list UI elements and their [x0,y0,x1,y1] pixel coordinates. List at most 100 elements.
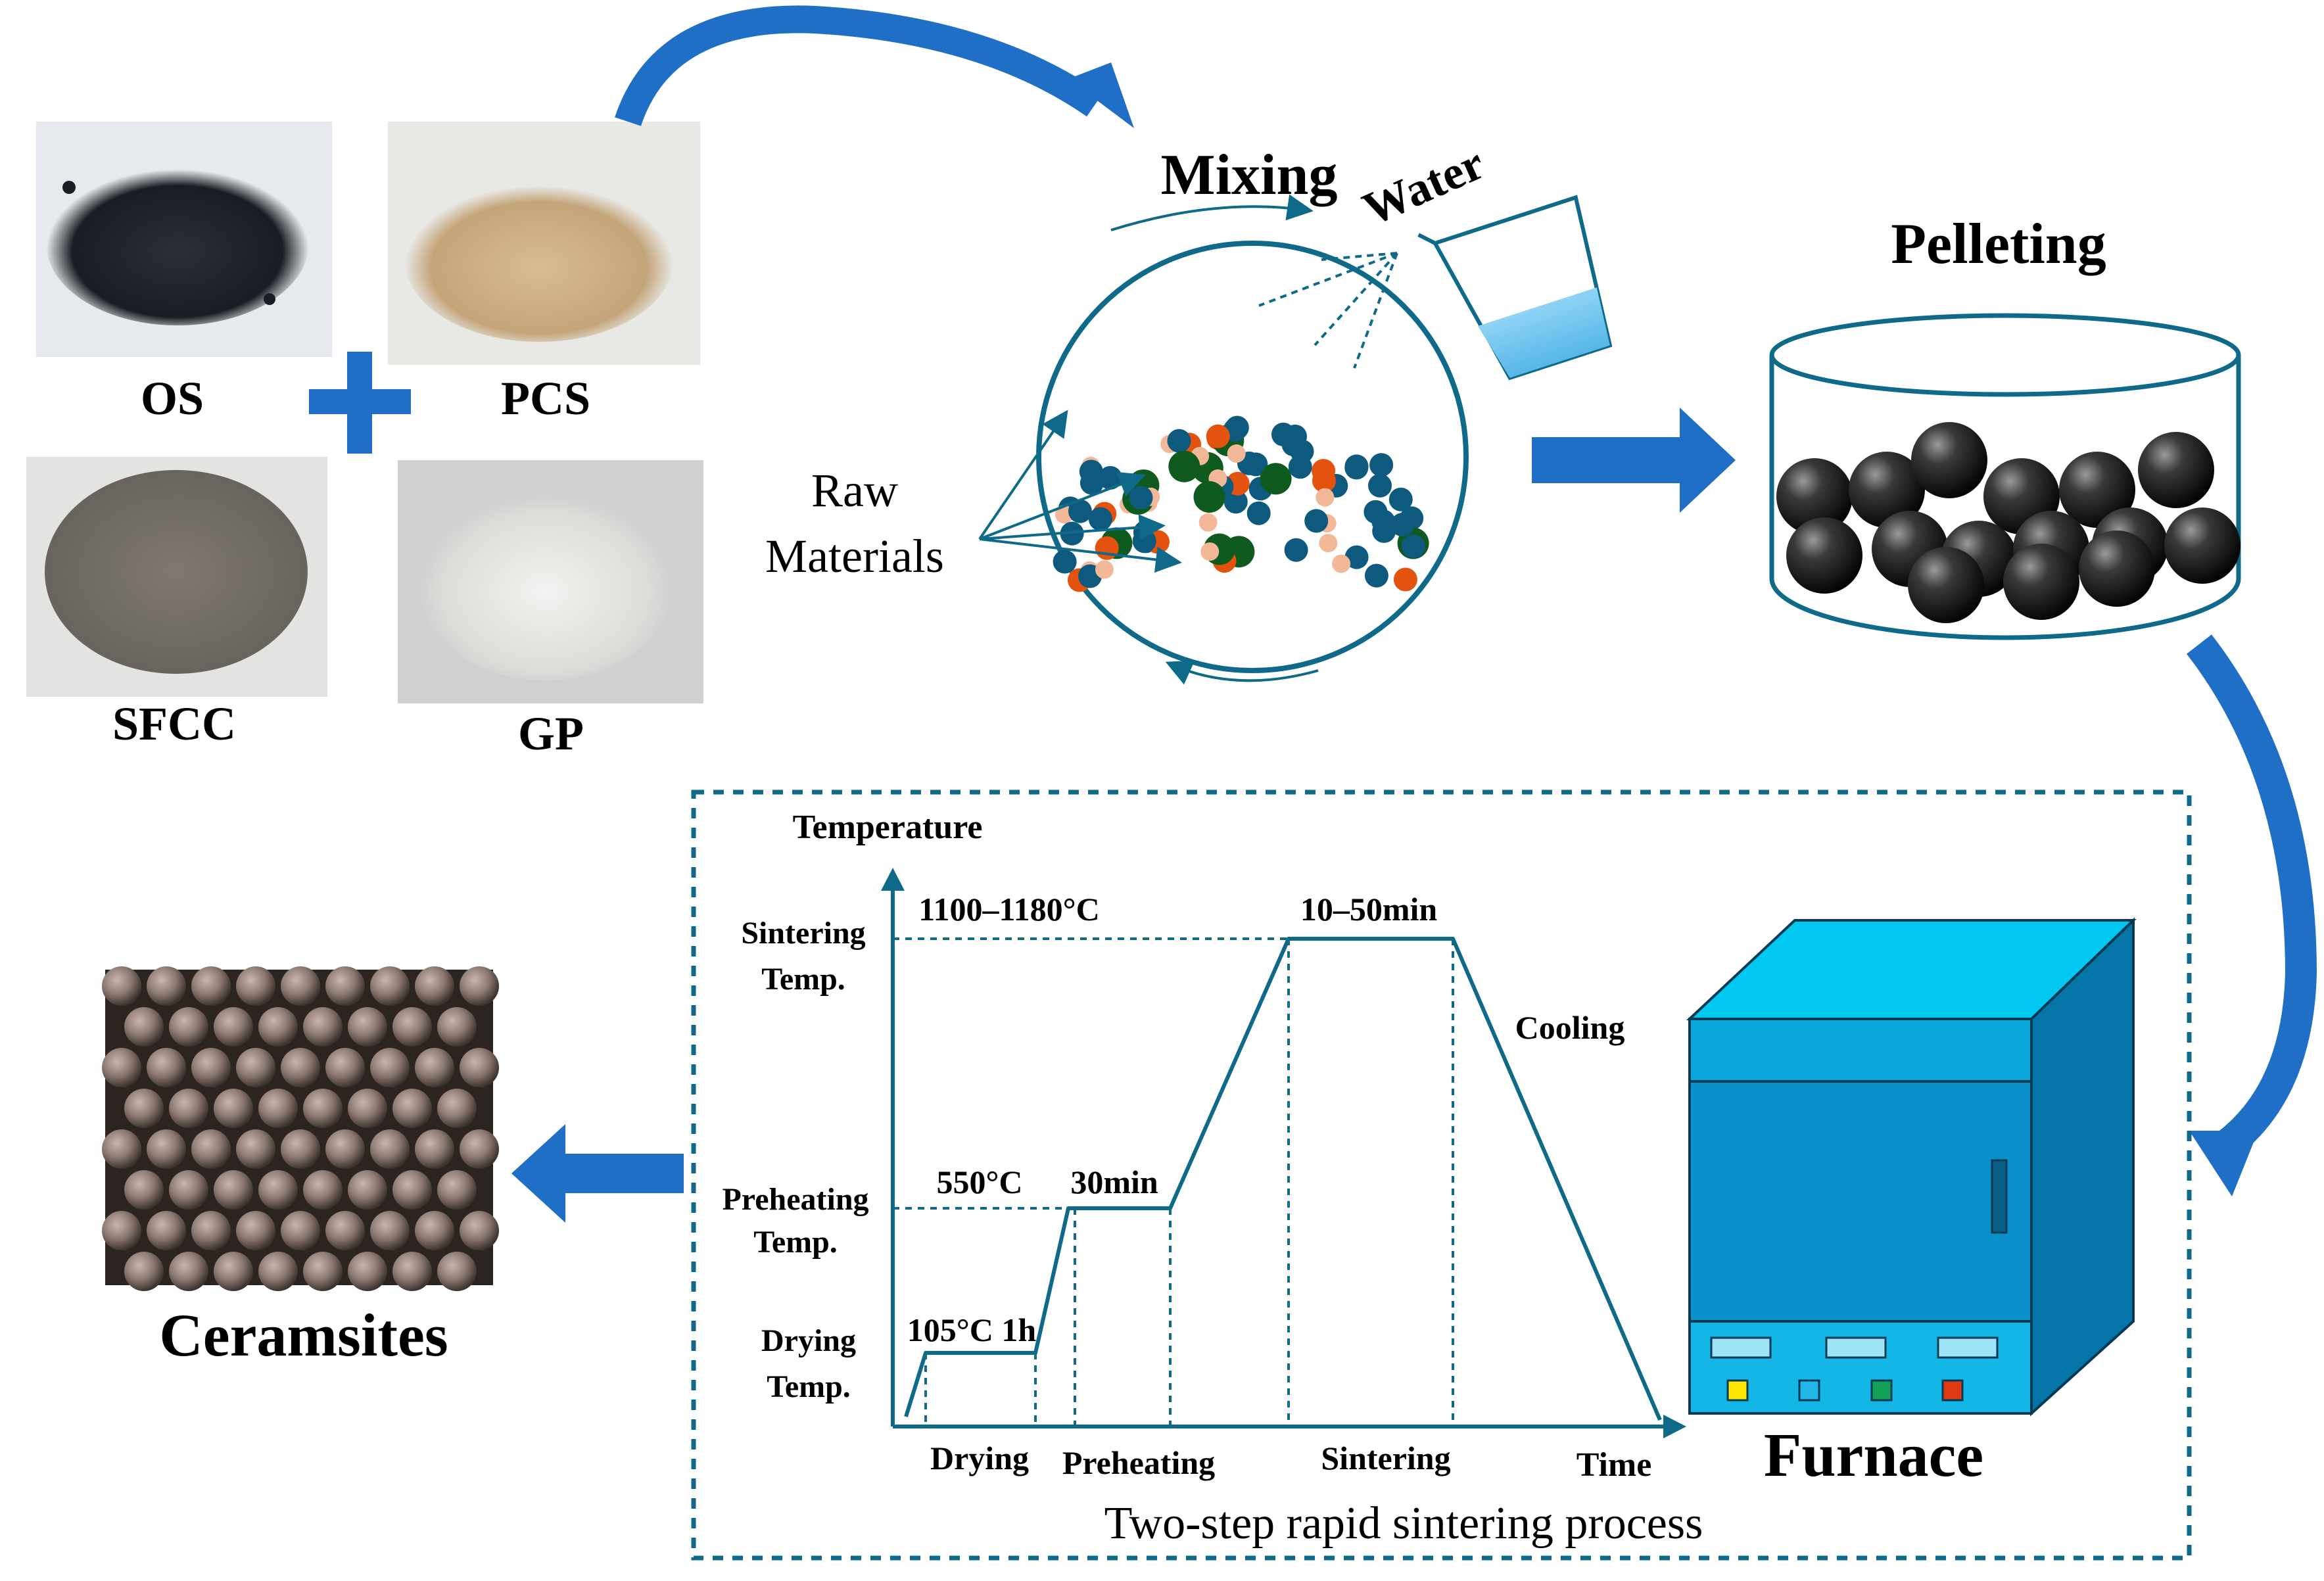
particle [1290,439,1314,463]
ceramsite-ball [348,1170,387,1210]
ceramsite-ball [460,966,499,1006]
particle [1316,488,1335,507]
ceramsites-photo [102,966,499,1291]
particle [1132,529,1156,554]
curved-arrow-to-furnace [2187,634,2317,1171]
ceramsite-ball [303,1007,343,1047]
particle [1332,554,1351,573]
x-axis-label: Time [1577,1446,1652,1484]
particle [1246,501,1271,525]
pellet [2059,452,2135,528]
particle [1344,456,1369,480]
ceramsite-ball [460,1129,499,1169]
pelleting-title: Pelleting [1891,212,2106,276]
particle [1401,534,1425,559]
particle [1364,563,1388,588]
ceramsite-ball [370,966,410,1006]
particle [1344,545,1369,569]
ceramsite-ball [169,1170,208,1210]
ceramsite-ball [415,966,454,1006]
particle [1388,487,1413,511]
preheating-temp-label-1: Preheating [722,1182,868,1217]
ceramsite-ball [437,1252,477,1291]
furnace-button-blue [1798,1379,1820,1402]
ceramsite-ball [214,1170,253,1210]
ceramsite-ball [370,1211,410,1250]
ceramsite-ball [392,1252,432,1291]
mixing-rotation-arrow-bottom [1165,660,1319,685]
ceramsite-ball [169,1089,208,1128]
ceramsite-ball [169,1007,208,1047]
process-box [691,790,2192,1561]
furnace-button-yellow [1726,1379,1749,1402]
arrow-to-pelleting [1532,408,1736,513]
ceramsite-ball [147,1129,186,1169]
ceramsite-ball [348,1089,387,1128]
particle [1193,481,1225,513]
ceramsite-ball [258,1089,298,1128]
ceramsite-ball [437,1170,477,1210]
pellets [1776,422,2241,623]
particle [1068,499,1092,523]
ceramsite-ball [392,1170,432,1210]
raw-material-particles [1053,415,1429,592]
stage-drying-label: Drying [930,1440,1029,1476]
ceramsite-ball [169,1252,208,1291]
y-axis-label: Temperature [793,809,983,846]
particle [1088,507,1112,531]
particle [1319,534,1338,553]
material-photo-os [36,122,332,357]
ceramsite-ball [258,1252,298,1291]
ceramsite-ball [370,1048,410,1087]
particle [1168,450,1200,483]
label-gp: GP [518,707,584,760]
preheat-temp-value: 550°C [936,1164,1022,1200]
ceramsite-ball [214,1252,253,1291]
ceramsite-ball [325,1129,365,1169]
raw-materials-label-line1: Raw [811,464,898,517]
mixing-rotation-arrow-top [1110,194,1314,231]
ceramsite-ball [102,1129,141,1169]
plus-icon [309,352,411,454]
sintering-temp-value: 1100–1180°C [918,891,1100,928]
pellet [1908,547,1984,623]
furnace-icon [1686,917,2137,1417]
ceramsite-ball [437,1007,477,1047]
ceramsite-ball [392,1089,432,1128]
temperature-profile-line [904,937,1662,1421]
water-label: Water [1355,137,1492,236]
material-photo-sfcc [26,457,327,697]
particle [1372,519,1396,543]
ceramsite-ball [147,966,186,1006]
ceramsite-ball [124,1089,164,1128]
ceramsite-ball [325,1211,365,1250]
particle [1095,536,1119,560]
ceramsite-ball [415,1129,454,1169]
process-title: Two-step rapid sintering process [1104,1498,1703,1549]
arrowhead-to-furnace [2189,1131,2258,1196]
ceramsite-ball [437,1089,477,1128]
ceramsite-ball [236,966,275,1006]
ceramsite-ball [102,1211,141,1250]
water-spray-lines [1258,252,1398,369]
ceramsites-label: Ceramsites [159,1302,448,1369]
ceramsite-ball [258,1007,298,1047]
particle [1206,424,1230,448]
ceramsite-ball [281,1211,320,1250]
ceramsite-ball [124,1252,164,1291]
ceramsite-ball [191,1048,231,1087]
particle [1369,453,1394,477]
arrow-to-ceramsites [511,1124,684,1223]
particle [1200,542,1220,561]
raw-materials-pointers [978,410,1182,573]
arrowhead-to-mixing [1068,62,1134,128]
ceramsite-ball [460,1048,499,1087]
particle [1390,513,1415,537]
drying-temp-label-1: Drying [761,1323,856,1358]
sintering-time-value: 10–50min [1300,891,1438,928]
ceramsite-ball [281,1048,320,1087]
particle [1167,429,1191,453]
furnace-button-green [1870,1379,1893,1402]
mixing-drum [1036,241,1469,673]
ceramsite-ball [236,1048,275,1087]
